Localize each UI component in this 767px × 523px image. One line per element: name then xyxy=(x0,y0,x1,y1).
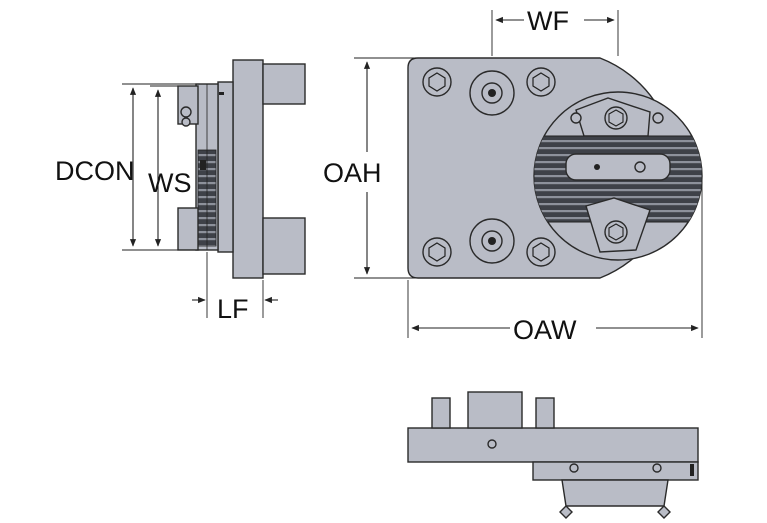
top-left-post xyxy=(431,397,451,429)
side-screw-upper-icon xyxy=(180,106,192,118)
wf-label: WF xyxy=(527,6,569,36)
oaw-label: OAW xyxy=(513,315,577,345)
top-main-plate xyxy=(407,427,699,463)
side-mid-plate xyxy=(217,81,234,253)
side-lower-lug xyxy=(262,217,306,275)
side-upper-lug xyxy=(262,63,306,105)
ws-label: WS xyxy=(148,168,192,198)
ws-dimension xyxy=(150,85,178,251)
side-pin-mark xyxy=(219,92,224,95)
top-view xyxy=(407,391,699,519)
front-small-screw2-icon xyxy=(652,112,664,124)
top-right-post xyxy=(535,397,555,429)
oaw-dimension xyxy=(407,180,703,338)
top-lower-plate xyxy=(532,461,699,481)
front-view xyxy=(407,57,703,279)
lf-dimension xyxy=(192,252,278,318)
side-screw-upper2-icon xyxy=(181,117,191,127)
dcon-label: DCON xyxy=(55,156,135,186)
front-small-screw-icon xyxy=(570,112,582,124)
side-view xyxy=(177,59,306,279)
top-clamp-head xyxy=(561,479,669,507)
front-slot-bar xyxy=(565,153,671,181)
oah-label: OAH xyxy=(323,158,382,188)
oah-dimension xyxy=(354,57,416,279)
wf-dimension xyxy=(491,10,619,56)
side-key-mark xyxy=(200,160,206,170)
lf-label: LF xyxy=(217,294,249,324)
side-flange xyxy=(232,59,264,279)
front-bolt-group xyxy=(422,67,556,267)
top-center-block xyxy=(467,391,523,429)
side-lower-jaw xyxy=(177,207,199,251)
